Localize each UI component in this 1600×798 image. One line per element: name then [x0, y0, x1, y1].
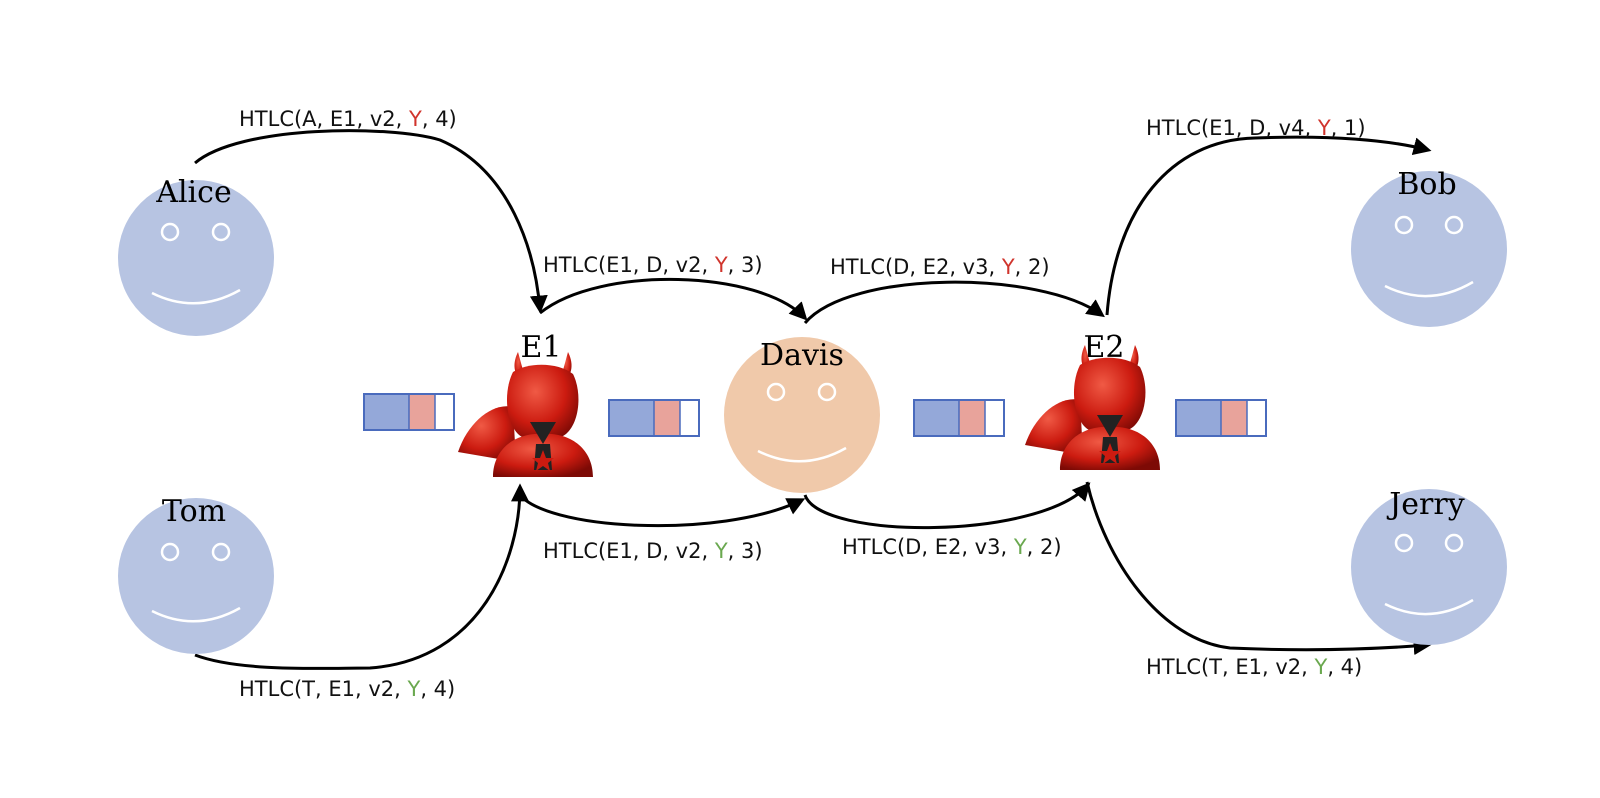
- bob-label: Bob: [1397, 167, 1456, 202]
- alice-label: Alice: [155, 175, 231, 210]
- edge-davis-e2-top: [803, 280, 1105, 324]
- devil-icon: [458, 352, 593, 477]
- davis-label: Davis: [760, 338, 844, 373]
- channel-bar-3: [913, 399, 1005, 437]
- tom-face: [118, 498, 274, 654]
- devil-icon: [1025, 345, 1160, 470]
- davis-smile: [757, 446, 847, 463]
- bob-smile: [1384, 280, 1474, 298]
- edge-label-davis-e2-top: HTLC(D, E2, v3, Y, 2): [830, 255, 1050, 279]
- edge-label-e2-bob: HTLC(E1, D, v4, Y, 1): [1146, 116, 1366, 140]
- e1-node: E1: [458, 330, 593, 477]
- tom-smile: [151, 606, 241, 623]
- edge-e1-davis-top: [539, 278, 808, 321]
- bob-eye-left: [1394, 215, 1414, 235]
- edge-alice-e1: [194, 129, 548, 314]
- tom-node: Tom: [118, 494, 274, 654]
- tom-label: Tom: [162, 494, 226, 529]
- alice-smile: [151, 288, 241, 305]
- davis-eye-right: [817, 382, 837, 402]
- davis-node: Davis: [724, 337, 880, 493]
- e1-label: E1: [521, 330, 562, 365]
- e2-node: E2: [1025, 330, 1160, 470]
- tom-eye-left: [160, 542, 180, 562]
- edge-davis-e2-bottom: [803, 482, 1091, 530]
- alice-eye-left: [160, 222, 180, 242]
- alice-eye-right: [211, 222, 231, 242]
- edge-label-e2-jerry: HTLC(T, E1, v2, Y, 4): [1146, 655, 1362, 679]
- channel-bar-2: [608, 399, 700, 437]
- channel-bar-1: [363, 393, 455, 431]
- channel-bar-4: [1175, 399, 1267, 437]
- edge-e1-davis-bottom: [516, 491, 806, 528]
- alice-face: [118, 180, 274, 336]
- jerry-label: Jerry: [1386, 487, 1464, 522]
- edge-label-tom-e1: HTLC(T, E1, v2, Y, 4): [239, 677, 455, 701]
- davis-eye-left: [766, 382, 786, 402]
- alice-node: Alice: [118, 175, 274, 336]
- jerry-smile: [1384, 598, 1474, 616]
- jerry-eye-left: [1394, 533, 1414, 553]
- tom-eye-right: [211, 542, 231, 562]
- jerry-eye-right: [1444, 533, 1464, 553]
- edge-tom-e1: [194, 483, 529, 670]
- edge-label-e1-davis-bottom: HTLC(E1, D, v2, Y, 3): [543, 539, 763, 563]
- edge-e2-jerry: [1085, 481, 1432, 656]
- jerry-node: Jerry: [1351, 487, 1507, 645]
- edge-label-e1-davis-top: HTLC(E1, D, v2, Y, 3): [543, 253, 763, 277]
- bob-eye-right: [1444, 215, 1464, 235]
- edges: [194, 129, 1432, 670]
- edge-e2-bob: [1105, 135, 1432, 316]
- edge-label-alice-e1: HTLC(A, E1, v2, Y, 4): [239, 107, 457, 131]
- bob-node: Bob: [1351, 167, 1507, 327]
- edge-label-davis-e2-bottom: HTLC(D, E2, v3, Y, 2): [842, 535, 1062, 559]
